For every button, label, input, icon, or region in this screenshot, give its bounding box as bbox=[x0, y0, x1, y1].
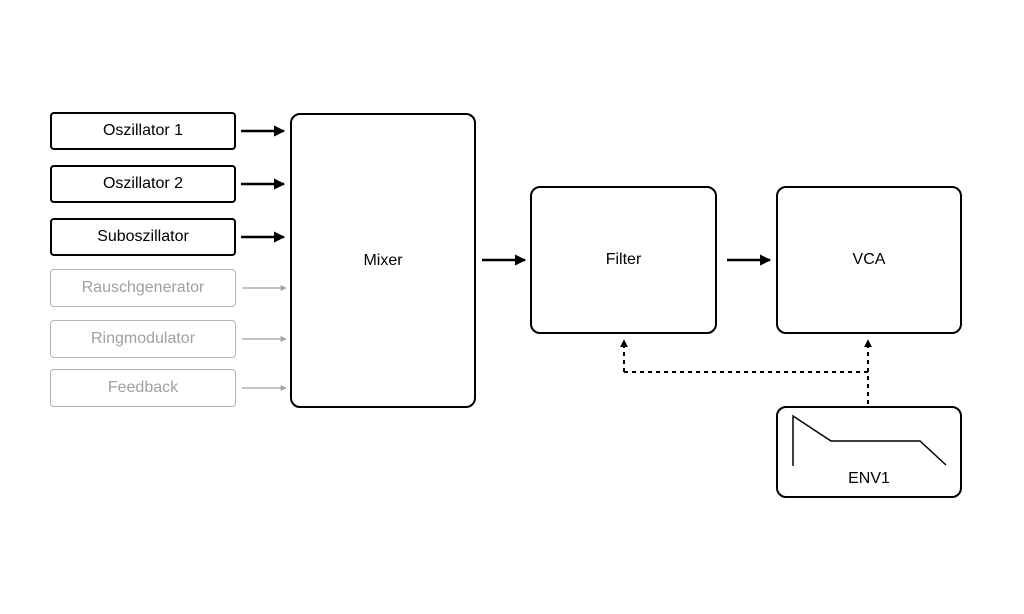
env1-block: ENV1 bbox=[776, 406, 962, 498]
source-ringmodulator: Ringmodulator bbox=[50, 320, 236, 358]
source-oszillator-2: Oszillator 2 bbox=[50, 165, 236, 203]
source-label: Oszillator 1 bbox=[102, 122, 184, 139]
mixer-label: Mixer bbox=[363, 251, 403, 269]
filter-block: Filter bbox=[530, 186, 717, 334]
source-suboszillator: Suboszillator bbox=[50, 218, 236, 256]
source-label: Feedback bbox=[107, 379, 179, 396]
source-label: Rauschgenerator bbox=[81, 279, 205, 296]
source-oszillator-1: Oszillator 1 bbox=[50, 112, 236, 150]
mixer-block: Mixer bbox=[290, 113, 476, 408]
filter-label: Filter bbox=[605, 251, 642, 268]
source-feedback: Feedback bbox=[50, 369, 236, 407]
envelope-curve-icon bbox=[792, 414, 947, 466]
env1-label: ENV1 bbox=[848, 470, 890, 487]
vca-label: VCA bbox=[852, 251, 886, 268]
source-label: Suboszillator bbox=[97, 228, 189, 245]
source-rauschgenerator: Rauschgenerator bbox=[50, 269, 236, 307]
vca-block: VCA bbox=[776, 186, 962, 334]
source-label: Ringmodulator bbox=[90, 330, 196, 347]
source-label: Oszillator 2 bbox=[102, 175, 184, 192]
